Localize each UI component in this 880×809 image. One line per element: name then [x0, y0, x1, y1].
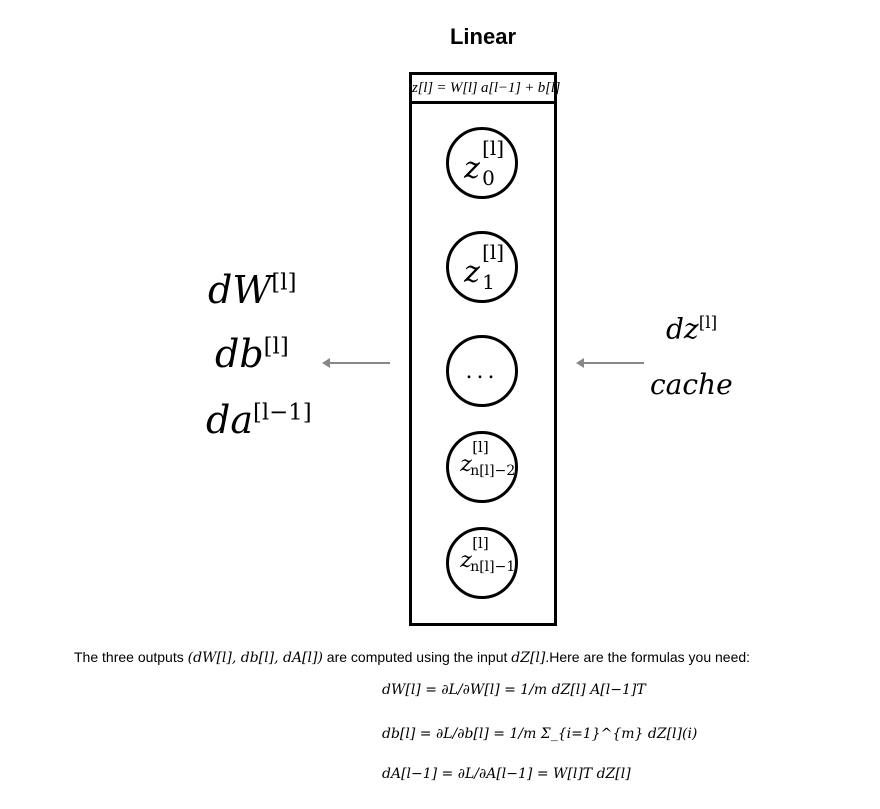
description-text: The three outputs (dW[l], db[l], dA[l]) …	[74, 649, 834, 666]
input-cache-label: cache	[650, 368, 733, 401]
description-middle: are computed using the input	[322, 649, 512, 665]
input-dz: dz[l]	[666, 312, 717, 345]
neuron-z1: z [l] 1	[446, 231, 518, 303]
description-outputs-math: (dW[l], db[l], dA[l])	[187, 650, 323, 666]
layer-formula: z[l] = W[l] a[l−1] + b[l]	[412, 75, 561, 104]
neuron-z-n-minus-1-base: z	[460, 548, 472, 573]
neuron-z-n-minus-2-sup: [l]	[472, 438, 489, 456]
neuron-z-n-minus-1-sup: [l]	[472, 534, 489, 552]
formula-dA-text: dA[l−1] = ∂L/∂A[l−1] = W[l]T dZ[l]	[382, 766, 631, 782]
output-da-sup: [l−1]	[252, 399, 312, 426]
formula-dA: dA[l−1] = ∂L/∂A[l−1] = W[l]T dZ[l]	[382, 766, 631, 782]
neuron-z0-label: z [l] 0	[464, 138, 504, 188]
description-prefix: The three outputs	[74, 649, 188, 665]
formula-db-text: db[l] = ∂L/∂b[l] = 1/m Σ_{i=1}^{m} dZ[l]…	[382, 726, 698, 742]
neuron-z-n-minus-2-base: z	[460, 452, 472, 477]
neuron-z1-base: z	[464, 255, 480, 290]
output-dW: dW[l]	[208, 268, 296, 312]
neuron-z1-label: z [l] 1	[464, 242, 504, 292]
neuron-z-n-minus-1: z [l] n[l]−1	[446, 527, 518, 599]
formula-dW-text: dW[l] = ∂L/∂W[l] = 1/m dZ[l] A[l−1]T	[382, 682, 646, 698]
linear-layer-box: z[l] = W[l] a[l−1] + b[l] z [l] 0 z [l] …	[409, 72, 561, 626]
neuron-z-n-minus-1-sub: n[l]−1	[470, 559, 516, 575]
output-da-base: da	[206, 398, 253, 442]
neuron-z1-sup: [l]	[482, 240, 505, 264]
output-dW-base: dW	[208, 268, 272, 312]
neuron-ellipsis: ...	[446, 335, 518, 407]
formula-dW: dW[l] = ∂L/∂W[l] = 1/m dZ[l] A[l−1]T	[382, 682, 646, 698]
backward-input-arrow	[576, 358, 644, 368]
neuron-z-n-minus-1-label: z [l] n[l]−1	[460, 536, 515, 575]
backward-output-arrow	[322, 358, 390, 368]
formula-db: db[l] = ∂L/∂b[l] = 1/m Σ_{i=1}^{m} dZ[l]…	[382, 726, 697, 742]
description-suffix: .Here are the formulas you need:	[545, 649, 751, 665]
neuron-z0-sup: [l]	[482, 136, 505, 160]
output-dW-sup: [l]	[271, 269, 297, 296]
neuron-z0-base: z	[464, 151, 480, 186]
neuron-z0: z [l] 0	[446, 127, 518, 199]
description-input-math: dZ[l]	[511, 650, 546, 666]
neuron-z-n-minus-2-sub: n[l]−2	[470, 463, 516, 479]
input-dz-base: dz	[666, 312, 699, 346]
neuron-z-n-minus-2: z [l] n[l]−2	[446, 431, 518, 503]
output-db-sup: [l]	[263, 333, 289, 360]
neuron-z-n-minus-2-label: z [l] n[l]−2	[460, 440, 515, 479]
output-db: db[l]	[215, 332, 289, 376]
neuron-z0-sub: 0	[482, 166, 495, 190]
input-dz-sup: [l]	[698, 312, 718, 332]
input-cache: cache	[650, 368, 733, 401]
output-da: da[l−1]	[206, 398, 312, 442]
output-db-base: db	[215, 332, 264, 376]
diagram-title: Linear	[449, 24, 517, 49]
layer-formula-text: z[l] = W[l] a[l−1] + b[l]	[412, 80, 561, 96]
neuron-ellipsis-label: ...	[465, 358, 499, 384]
neuron-z1-sub: 1	[482, 270, 495, 294]
